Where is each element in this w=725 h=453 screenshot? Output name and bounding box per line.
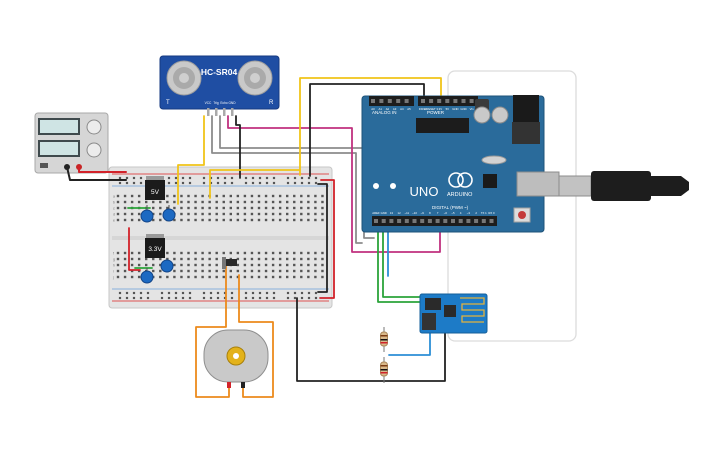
arduino-model: UNO (410, 184, 439, 199)
reg5-label: 5V (151, 189, 160, 196)
wire-esp-green1 (377, 225, 421, 303)
arduino-digital-pin-label: AREF (372, 211, 380, 215)
arduino-digital-pin-label: ~11 (405, 211, 410, 215)
capacitor-icon[interactable] (140, 268, 154, 284)
wire-motor-orange2 (238, 274, 274, 398)
arduino-digital-pin-label: ~10 (412, 211, 417, 215)
arduino-power-pin-label: GND (452, 107, 458, 111)
arduino-digital-pin-label: ~5 (451, 211, 455, 215)
resistor-icon[interactable] (380, 327, 388, 352)
breadboard-row-label: c (113, 207, 115, 211)
arduino-power-pin-label: Vin (470, 107, 474, 111)
breadboard-row-label: e (113, 219, 115, 223)
breadboard-row-label: a (113, 195, 115, 199)
wire-esp-green2 (382, 225, 423, 298)
breadboard-row-label: j (112, 276, 114, 280)
arduino-analog-pin-label: A5 (407, 107, 411, 111)
arduino-analog-pin-label: A4 (400, 107, 404, 111)
dc-motor-icon[interactable] (203, 329, 269, 388)
capacitor-icon[interactable] (162, 205, 176, 222)
arduino-digital-pin-label: ~9 (421, 211, 425, 215)
wire-rail-black-right (317, 183, 328, 293)
sensor-pin-label: Trig (213, 101, 219, 105)
sensor-pin-label: Echo (220, 101, 227, 105)
arduino-power-header: POWER (427, 110, 445, 115)
voltage-regulator-icon[interactable]: 3.3V (145, 234, 165, 258)
arduino-brand: ARDUINO (447, 192, 473, 198)
wires (66, 77, 446, 398)
sensor-pin-label: GND (228, 101, 236, 105)
breadboard-row-label: d (113, 213, 115, 217)
sensor-pin-label: VCC (205, 101, 212, 105)
power-supply-icon[interactable] (34, 112, 109, 174)
arduino-digital-pin-label: RX 0 (488, 211, 495, 215)
arduino-power-pin-label: 3.3V (436, 107, 442, 111)
arduino-power-pin-label: 5V (446, 107, 450, 111)
wire-esp-gnd (296, 297, 446, 382)
arduino-power-pin-label: IOREF (419, 107, 428, 111)
resistor-icon[interactable] (380, 357, 388, 383)
arduino-power-pin-label: GND (460, 107, 466, 111)
arduino-digital-header: DIGITAL (PWM ~) (432, 205, 469, 210)
capacitor-icon[interactable] (160, 258, 174, 273)
capacitor-icon[interactable] (140, 205, 154, 223)
breadboard-row-label: g (113, 258, 115, 262)
wire-rail-red-right (319, 179, 335, 299)
voltage-regulator-icon[interactable]: 5V (145, 176, 165, 200)
arduino-digital-pin-label: TX 1 (481, 211, 487, 215)
wire-res-blue (388, 331, 431, 356)
arduino-analog-pin-label: A2 (386, 107, 390, 111)
sensor-t-mark: T (166, 100, 170, 106)
arduino-digital-pin-label: 2 (475, 211, 477, 215)
wire-sensor-magenta (227, 115, 441, 253)
arduino-power-pin-label: RESET (426, 107, 436, 111)
wire-gnd-black (309, 83, 425, 177)
wire-5v-yellow-b (209, 169, 301, 199)
breadboard-row-label: b (113, 201, 115, 205)
arduino-digital-pin-label: 8 (429, 211, 431, 215)
usb-cable-icon[interactable] (558, 171, 689, 201)
wire-ps-red (78, 166, 127, 173)
arduino-analog-header: ANALOG IN (372, 110, 397, 115)
arduino-digital-pin-label: ~6 (444, 211, 448, 215)
arduino-analog-pin-label: A1 (378, 107, 382, 111)
transistor-icon[interactable] (222, 257, 237, 269)
arduino-digital-pin-label: ~3 (467, 211, 471, 215)
arduino-analog-pin-label: A3 (393, 107, 397, 111)
arduino-digital-pin-label: 12 (398, 211, 402, 215)
breadboard-row-label: f (113, 252, 114, 256)
wire-rail-red-left (128, 227, 141, 271)
wire-sensor-gray1 (211, 115, 363, 244)
wire-5v-yellow (299, 77, 442, 176)
arduino-analog-pin-label: A0 (371, 107, 375, 111)
wire-ps-black (66, 166, 127, 181)
wire-sensor-black (235, 115, 241, 179)
sensor-r-mark: R (269, 100, 274, 106)
arduino-digital-pin-label: 7 (437, 211, 439, 215)
arduino-digital-pin-label: GND (381, 211, 387, 215)
arduino-digital-pin-label: 4 (460, 211, 462, 215)
esp-wifi-module-icon[interactable] (419, 293, 488, 334)
sensor-label: HC-SR04 (201, 67, 238, 77)
breadboard-row-label: i (113, 270, 114, 274)
breadboard-row-label: h (113, 264, 115, 268)
wire-sensor-yellow (177, 115, 205, 205)
arduino-digital-pin-label: 13 (390, 211, 394, 215)
reg33-label: 3.3V (148, 246, 162, 253)
wire-motor-orange1 (195, 265, 230, 398)
